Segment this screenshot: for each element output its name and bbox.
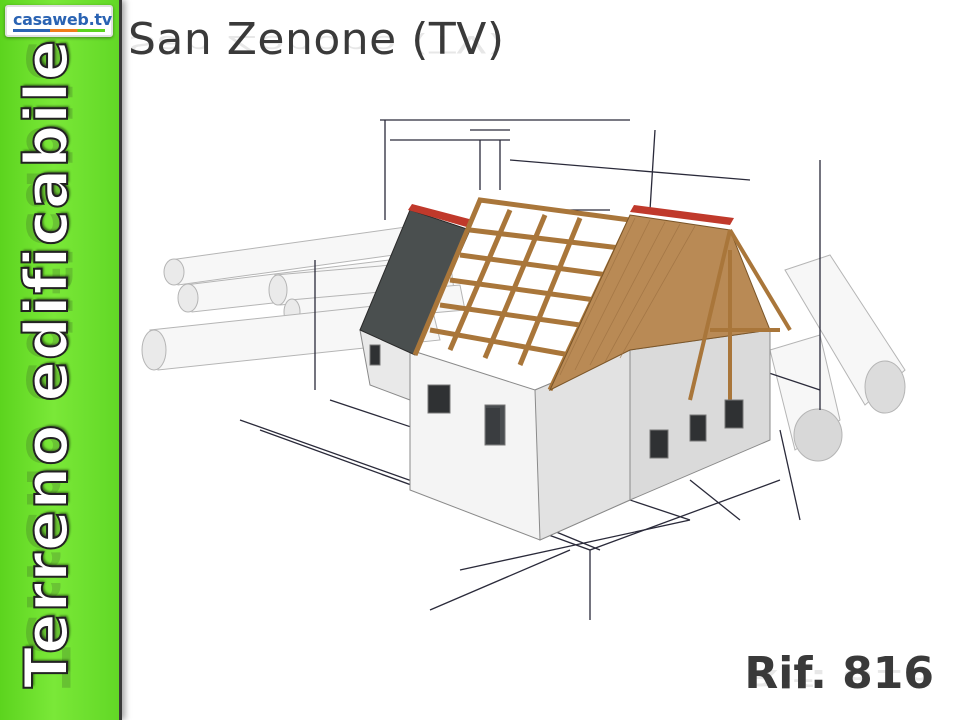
- reference-code-reflection: Rif. 816: [744, 664, 934, 691]
- logo-underline: [13, 29, 105, 32]
- house-walls: [359, 329, 771, 541]
- casaweb-logo[interactable]: casaweb.tv: [5, 5, 113, 37]
- logo-text: casaweb.tv: [13, 10, 112, 29]
- wooden-roof-deck: [548, 214, 771, 392]
- vertical-title: Terreno edificabile: [11, 38, 83, 689]
- reference-code: Rif. 816: [744, 648, 934, 699]
- vertical-title-wrap: Terreno edificabile Terreno edificabile: [0, 0, 119, 720]
- house-blueprint-illustration: [141, 119, 906, 620]
- roof-ridge-tiles-right: [630, 205, 734, 225]
- front-door: [486, 408, 500, 444]
- wood-grain-lines: [559, 217, 696, 376]
- gable-truss: [688, 228, 792, 401]
- rolled-blueprints-right: [769, 254, 906, 462]
- location-title-reflection: San Zenone (TV): [128, 29, 505, 58]
- sidebar: casaweb.tv Terreno edificabile Terreno e…: [0, 0, 122, 720]
- location-title: San Zenone (TV): [128, 14, 505, 65]
- roof-ridge-tiles-left: [408, 204, 473, 228]
